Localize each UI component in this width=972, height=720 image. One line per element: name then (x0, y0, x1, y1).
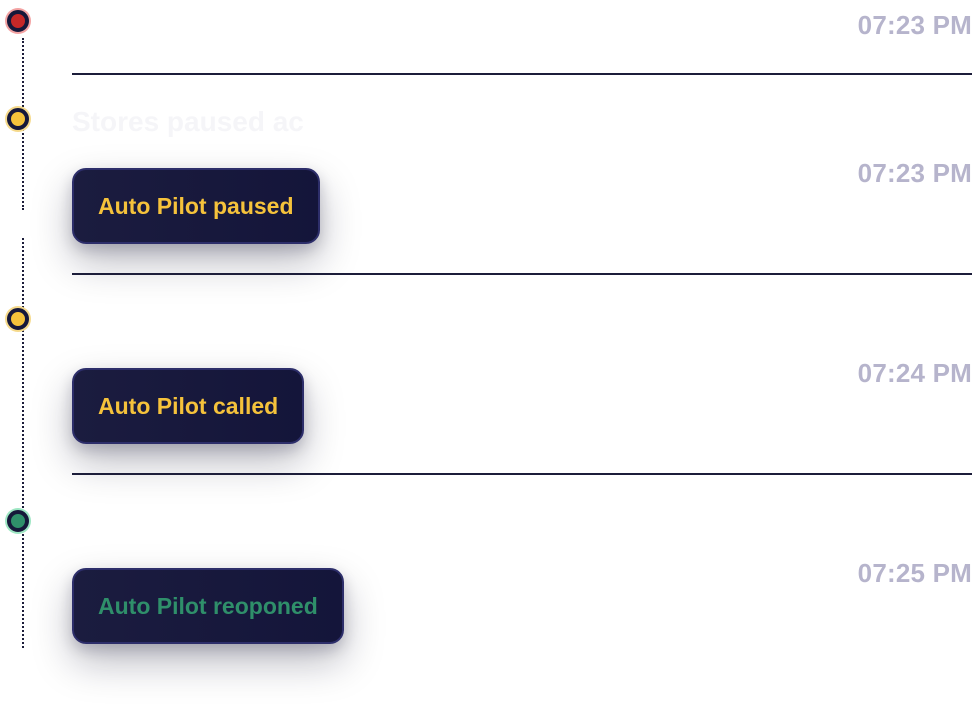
event-time: 07:23 PM (857, 158, 972, 188)
divider (72, 473, 972, 475)
event-time: 07:25 PM (857, 558, 972, 588)
event-time: 07:23 PM (857, 10, 972, 40)
event-time: 07:24 PM (857, 358, 972, 388)
auto-pilot-called-badge[interactable]: Auto Pilot called (72, 368, 305, 444)
red-status-dot-icon (7, 10, 29, 32)
divider (72, 273, 972, 275)
timeline-rail (22, 238, 24, 648)
green-status-dot-icon (7, 510, 29, 532)
yellow-status-dot-icon (7, 308, 29, 330)
faded-description: Stores paused ac (72, 106, 304, 137)
auto-pilot-paused-badge[interactable]: Auto Pilot paused (72, 168, 320, 244)
yellow-status-dot-icon (7, 108, 29, 130)
divider (72, 73, 972, 75)
auto-pilot-reopened-badge[interactable]: Auto Pilot reoponed (72, 568, 344, 644)
